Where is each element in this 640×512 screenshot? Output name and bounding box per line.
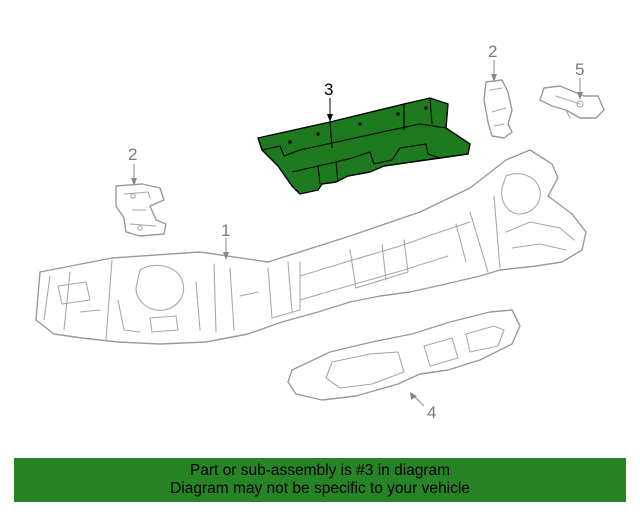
callout-2-right: 2 <box>488 42 497 61</box>
leader-lines <box>131 60 583 407</box>
energy-absorber-part-3[interactable] <box>257 97 471 195</box>
bumper-reinforcement-part-1[interactable] <box>35 149 587 345</box>
callout-5: 5 <box>575 60 584 79</box>
support-part-5[interactable] <box>539 85 605 119</box>
lower-plate-part-4[interactable] <box>287 309 521 401</box>
callout-1: 1 <box>221 221 230 240</box>
banner-line-2: Diagram may not be specific to your vehi… <box>170 480 470 497</box>
banner-line-1: Part or sub-assembly is #3 in diagram <box>189 462 451 479</box>
callout-4: 4 <box>427 403 436 422</box>
callout-numbers: 1 2 2 3 4 5 <box>128 42 584 422</box>
bracket-left-part-2[interactable] <box>115 183 167 237</box>
info-banner: Part or sub-assembly is #3 in diagram Di… <box>14 458 626 502</box>
callout-2-left: 2 <box>128 145 137 164</box>
callout-3: 3 <box>324 80 333 99</box>
bracket-right-part-2[interactable] <box>483 79 513 139</box>
